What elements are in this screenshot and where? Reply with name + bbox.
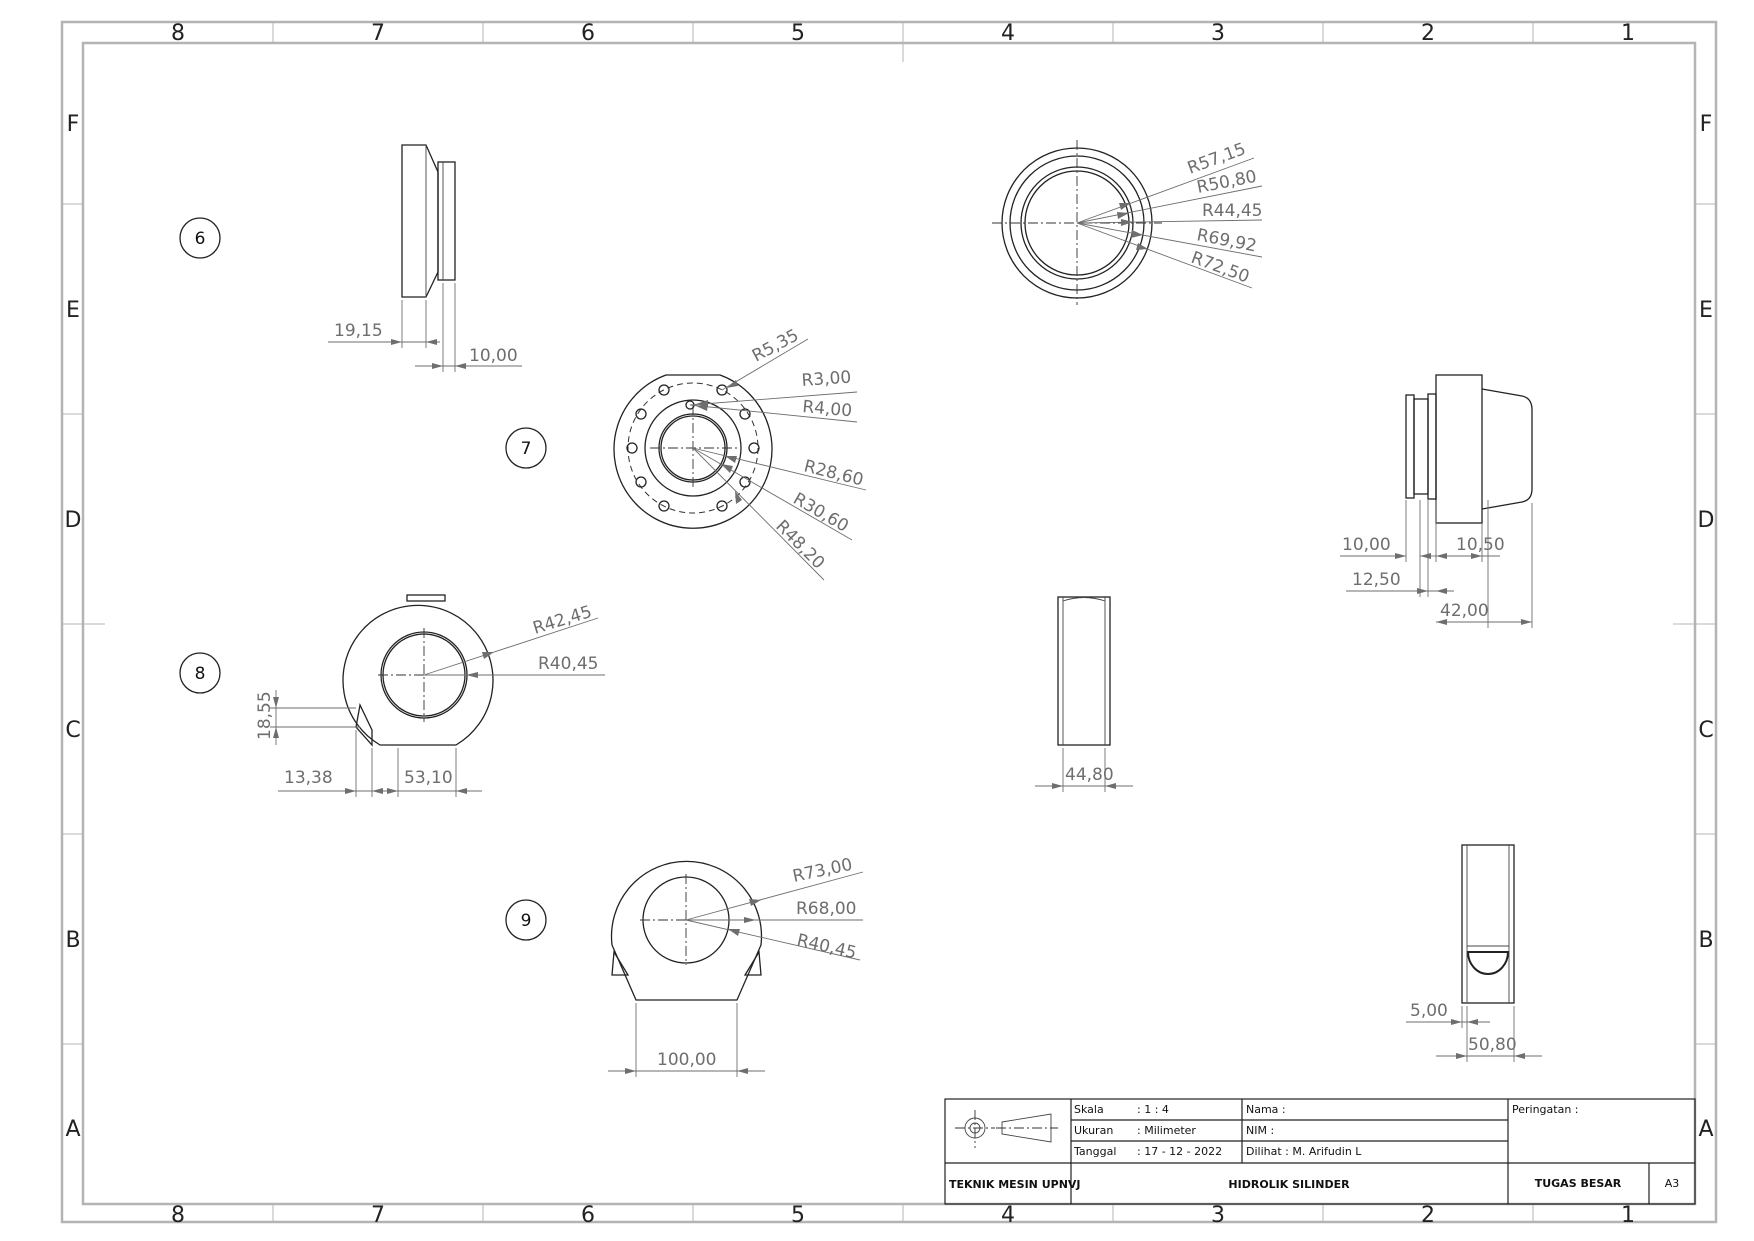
dim-r73-00: R73,00 (791, 855, 854, 887)
projection-symbol (955, 1110, 1058, 1148)
zone-col-3-bottom: 3 (1211, 1203, 1225, 1228)
zone-row-C-left: C (65, 718, 80, 743)
inner-border (81, 41, 1697, 1206)
zone-col-2-bottom: 2 (1421, 1203, 1435, 1228)
zone-row-E-right: E (1699, 298, 1713, 323)
nama-field: Nama : (1246, 1103, 1286, 1116)
zone-row-D-right: D (1698, 508, 1715, 533)
zone-col-6-bottom: 6 (581, 1203, 595, 1228)
title-block: Skala : 1 : 4 Ukuran : Milimeter Tanggal… (944, 1098, 1696, 1205)
dim-r40-45-view9: R40,45 (795, 930, 858, 963)
dim-19-15: 19,15 (334, 321, 383, 341)
dim-100-00: 100,00 (657, 1050, 716, 1070)
zone-row-D-left: D (65, 508, 82, 533)
dim-r3-00: R3,00 (801, 368, 852, 391)
dim-42-00: 42,00 (1440, 601, 1489, 621)
nim-field: NIM : (1246, 1124, 1274, 1137)
zone-row-C-right: C (1698, 718, 1713, 743)
tanggal-value: : 17 - 12 - 2022 (1137, 1145, 1222, 1158)
institution-label: TEKNIK MESIN UPNVJ (949, 1178, 1081, 1191)
dim-r28-60: R28,60 (802, 456, 866, 490)
peringatan-field: Peringatan : (1512, 1103, 1579, 1116)
zone-row-A-right: A (1698, 1117, 1713, 1142)
zone-col-2-top: 2 (1421, 21, 1435, 46)
dim-r5-35: R5,35 (749, 325, 802, 366)
view-7: 7 R5,35 R3,00 R4,00 R28,60 R30,60 (505, 325, 867, 581)
view-side-right: 10,00 10,50 12,50 42,00 (1340, 374, 1533, 628)
view-6: 6 19,15 10,00 (179, 144, 522, 372)
dim-50-80: 50,80 (1468, 1035, 1517, 1055)
dim-10-50: 10,50 (1456, 535, 1505, 555)
view-bubble-9-label: 9 (521, 911, 532, 931)
view-bubble-7 (505, 427, 547, 469)
dim-13-38: 13,38 (284, 768, 333, 788)
dim-44-80: 44,80 (1065, 765, 1114, 785)
view-bubble-9 (505, 899, 547, 941)
dim-r48-20: R48,20 (771, 516, 828, 573)
dim-12-50: 12,50 (1352, 570, 1401, 590)
zone-row-A-left: A (65, 1117, 80, 1142)
view-top-right-concentric: R57,15 R50,80 R44,45 R69,92 R72,50 (992, 139, 1262, 305)
zone-col-5-bottom: 5 (791, 1203, 805, 1228)
outer-border (60, 20, 1718, 1224)
skala-value: : 1 : 4 (1137, 1103, 1169, 1116)
zone-row-F-left: F (67, 112, 80, 137)
ukuran-label: Ukuran (1074, 1124, 1113, 1137)
view-bubble-8-label: 8 (195, 664, 206, 684)
dim-53-10: 53,10 (404, 768, 453, 788)
zone-col-8-top: 8 (171, 21, 185, 46)
ukuran-value: : Milimeter (1137, 1124, 1196, 1137)
dim-5-00: 5,00 (1410, 1001, 1448, 1021)
view-9: 9 R73,00 R68,00 R40,45 100,00 (505, 855, 864, 1077)
drawing-title: HIDROLIK SILINDER (1228, 1178, 1350, 1191)
tanggal-label: Tanggal (1073, 1145, 1116, 1158)
dim-10-00-view6: 10,00 (469, 346, 518, 366)
dilihat-field: Dilihat : M. Arifudin L (1246, 1145, 1362, 1158)
zone-col-1-bottom: 1 (1621, 1203, 1635, 1228)
zone-col-4-bottom: 4 (1001, 1203, 1015, 1228)
project-label: TUGAS BESAR (1535, 1177, 1622, 1190)
view-bubble-6-label: 6 (195, 229, 206, 249)
skala-label: Skala (1074, 1103, 1104, 1116)
dim-r44-45: R44,45 (1202, 201, 1262, 221)
view-bubble-7-label: 7 (521, 439, 532, 459)
sheet-size: A3 (1665, 1177, 1680, 1190)
dim-r42-45: R42,45 (531, 602, 595, 639)
zone-row-B-right: B (1698, 928, 1713, 953)
zone-col-4-top: 4 (1001, 21, 1015, 46)
zone-row-E-left: E (66, 298, 80, 323)
zone-col-8-bottom: 8 (171, 1203, 185, 1228)
zone-ticks (62, 22, 1716, 1222)
dim-r68-00: R68,00 (796, 899, 856, 919)
zone-row-F-right: F (1700, 112, 1713, 137)
view-8: 8 R42,45 R40,45 18,55 13,38 53,10 (179, 594, 605, 797)
zone-col-7-bottom: 7 (371, 1203, 385, 1228)
dim-10-00-side: 10,00 (1342, 535, 1391, 555)
zone-col-1-top: 1 (1621, 21, 1635, 46)
view-bubble-8 (179, 652, 221, 694)
dim-r4-00: R4,00 (802, 397, 853, 421)
zone-row-B-left: B (65, 928, 80, 953)
zone-col-3-top: 3 (1211, 21, 1225, 46)
view-bottom-right: 5,00 50,80 (1406, 844, 1542, 1062)
view-bubble-6 (179, 217, 221, 259)
zone-col-6-top: 6 (581, 21, 595, 46)
zone-col-5-top: 5 (791, 21, 805, 46)
dim-18-55: 18,55 (255, 691, 275, 740)
zone-col-7-top: 7 (371, 21, 385, 46)
dim-r40-45-view8: R40,45 (538, 654, 598, 674)
view-middle-rectangle: 44,80 (1035, 596, 1133, 792)
